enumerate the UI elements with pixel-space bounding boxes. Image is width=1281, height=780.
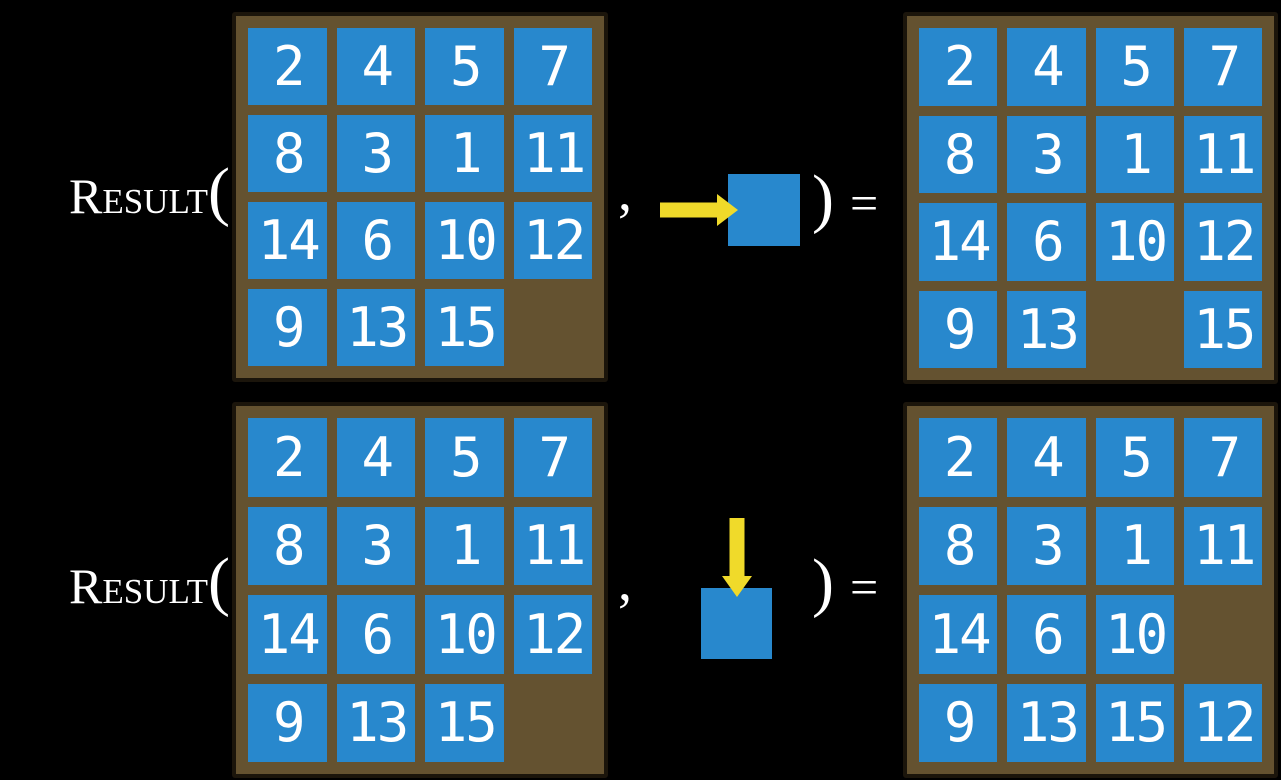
tile-4: 4 xyxy=(336,28,415,105)
tile-6: 6 xyxy=(336,202,415,279)
arrow-down-icon xyxy=(722,518,752,597)
moving-tile xyxy=(728,174,800,246)
function-label: Result( xyxy=(0,159,230,225)
arrow-right-icon xyxy=(660,194,738,226)
close-paren-equals: )= xyxy=(812,550,878,616)
equals-sign: = xyxy=(849,559,879,615)
tile-12: 12 xyxy=(1183,203,1262,281)
tile-7: 7 xyxy=(1183,28,1262,106)
function-name: Result xyxy=(68,168,209,224)
tile-10: 10 xyxy=(425,595,504,674)
tile-13: 13 xyxy=(336,289,415,366)
tile-1: 1 xyxy=(1095,115,1174,193)
move-down-indicator xyxy=(701,518,773,660)
tile-5: 5 xyxy=(425,418,504,497)
function-name: Result xyxy=(68,558,209,614)
tile-3: 3 xyxy=(336,115,415,192)
tile-7: 7 xyxy=(513,418,592,497)
equals-sign: = xyxy=(849,175,879,231)
tile-15: 15 xyxy=(1095,683,1174,762)
tile-2: 2 xyxy=(919,28,998,106)
tile-14: 14 xyxy=(248,595,327,674)
comma-separator: , xyxy=(618,551,632,613)
tile-12: 12 xyxy=(513,595,592,674)
tile-15: 15 xyxy=(1183,290,1262,368)
tile-6: 6 xyxy=(336,595,415,674)
tile-1: 1 xyxy=(425,506,504,585)
tile-6: 6 xyxy=(1007,203,1086,281)
tile-11: 11 xyxy=(1183,115,1262,193)
tile-7: 7 xyxy=(513,28,592,105)
move-right-indicator xyxy=(650,172,800,248)
tile-8: 8 xyxy=(919,506,998,585)
empty-slot xyxy=(514,684,593,763)
tile-5: 5 xyxy=(425,28,504,105)
tile-6: 6 xyxy=(1007,595,1086,674)
tile-1: 1 xyxy=(425,115,504,192)
tile-15: 15 xyxy=(425,683,504,762)
tile-10: 10 xyxy=(1095,203,1174,281)
tile-11: 11 xyxy=(513,506,592,585)
tile-14: 14 xyxy=(919,595,998,674)
tile-5: 5 xyxy=(1095,28,1174,106)
tile-9: 9 xyxy=(919,290,998,368)
tile-10: 10 xyxy=(1095,595,1174,674)
tile-13: 13 xyxy=(336,683,415,762)
tile-3: 3 xyxy=(1007,115,1086,193)
comma-separator: , xyxy=(618,161,632,223)
open-paren: ( xyxy=(208,545,230,618)
tile-8: 8 xyxy=(248,115,327,192)
close-paren: ) xyxy=(812,162,834,235)
tile-10: 10 xyxy=(425,202,504,279)
tile-1: 1 xyxy=(1095,506,1174,585)
tile-2: 2 xyxy=(248,28,327,105)
tile-3: 3 xyxy=(336,506,415,585)
tile-2: 2 xyxy=(248,418,327,497)
tile-4: 4 xyxy=(1007,418,1086,497)
tile-12: 12 xyxy=(1183,683,1262,762)
tile-3: 3 xyxy=(1007,506,1086,585)
tile-4: 4 xyxy=(336,418,415,497)
tile-9: 9 xyxy=(248,683,327,762)
tile-11: 11 xyxy=(1183,506,1262,585)
tile-2: 2 xyxy=(919,418,998,497)
moving-tile xyxy=(701,588,772,659)
tile-7: 7 xyxy=(1183,418,1262,497)
tile-13: 13 xyxy=(1007,290,1086,368)
tile-13: 13 xyxy=(1007,683,1086,762)
empty-slot xyxy=(514,289,593,366)
empty-slot xyxy=(1184,595,1262,674)
function-label: Result( xyxy=(0,549,230,615)
empty-slot xyxy=(1096,291,1174,369)
tile-4: 4 xyxy=(1007,28,1086,106)
close-paren-equals: )= xyxy=(812,166,878,232)
tile-9: 9 xyxy=(248,289,327,366)
tile-8: 8 xyxy=(248,506,327,585)
tile-14: 14 xyxy=(248,202,327,279)
tile-9: 9 xyxy=(919,683,998,762)
tile-8: 8 xyxy=(919,115,998,193)
tile-5: 5 xyxy=(1095,418,1174,497)
open-paren: ( xyxy=(208,155,230,228)
tile-11: 11 xyxy=(513,115,592,192)
tile-12: 12 xyxy=(513,202,592,279)
tile-15: 15 xyxy=(425,289,504,366)
close-paren: ) xyxy=(812,546,834,619)
tile-14: 14 xyxy=(919,203,998,281)
